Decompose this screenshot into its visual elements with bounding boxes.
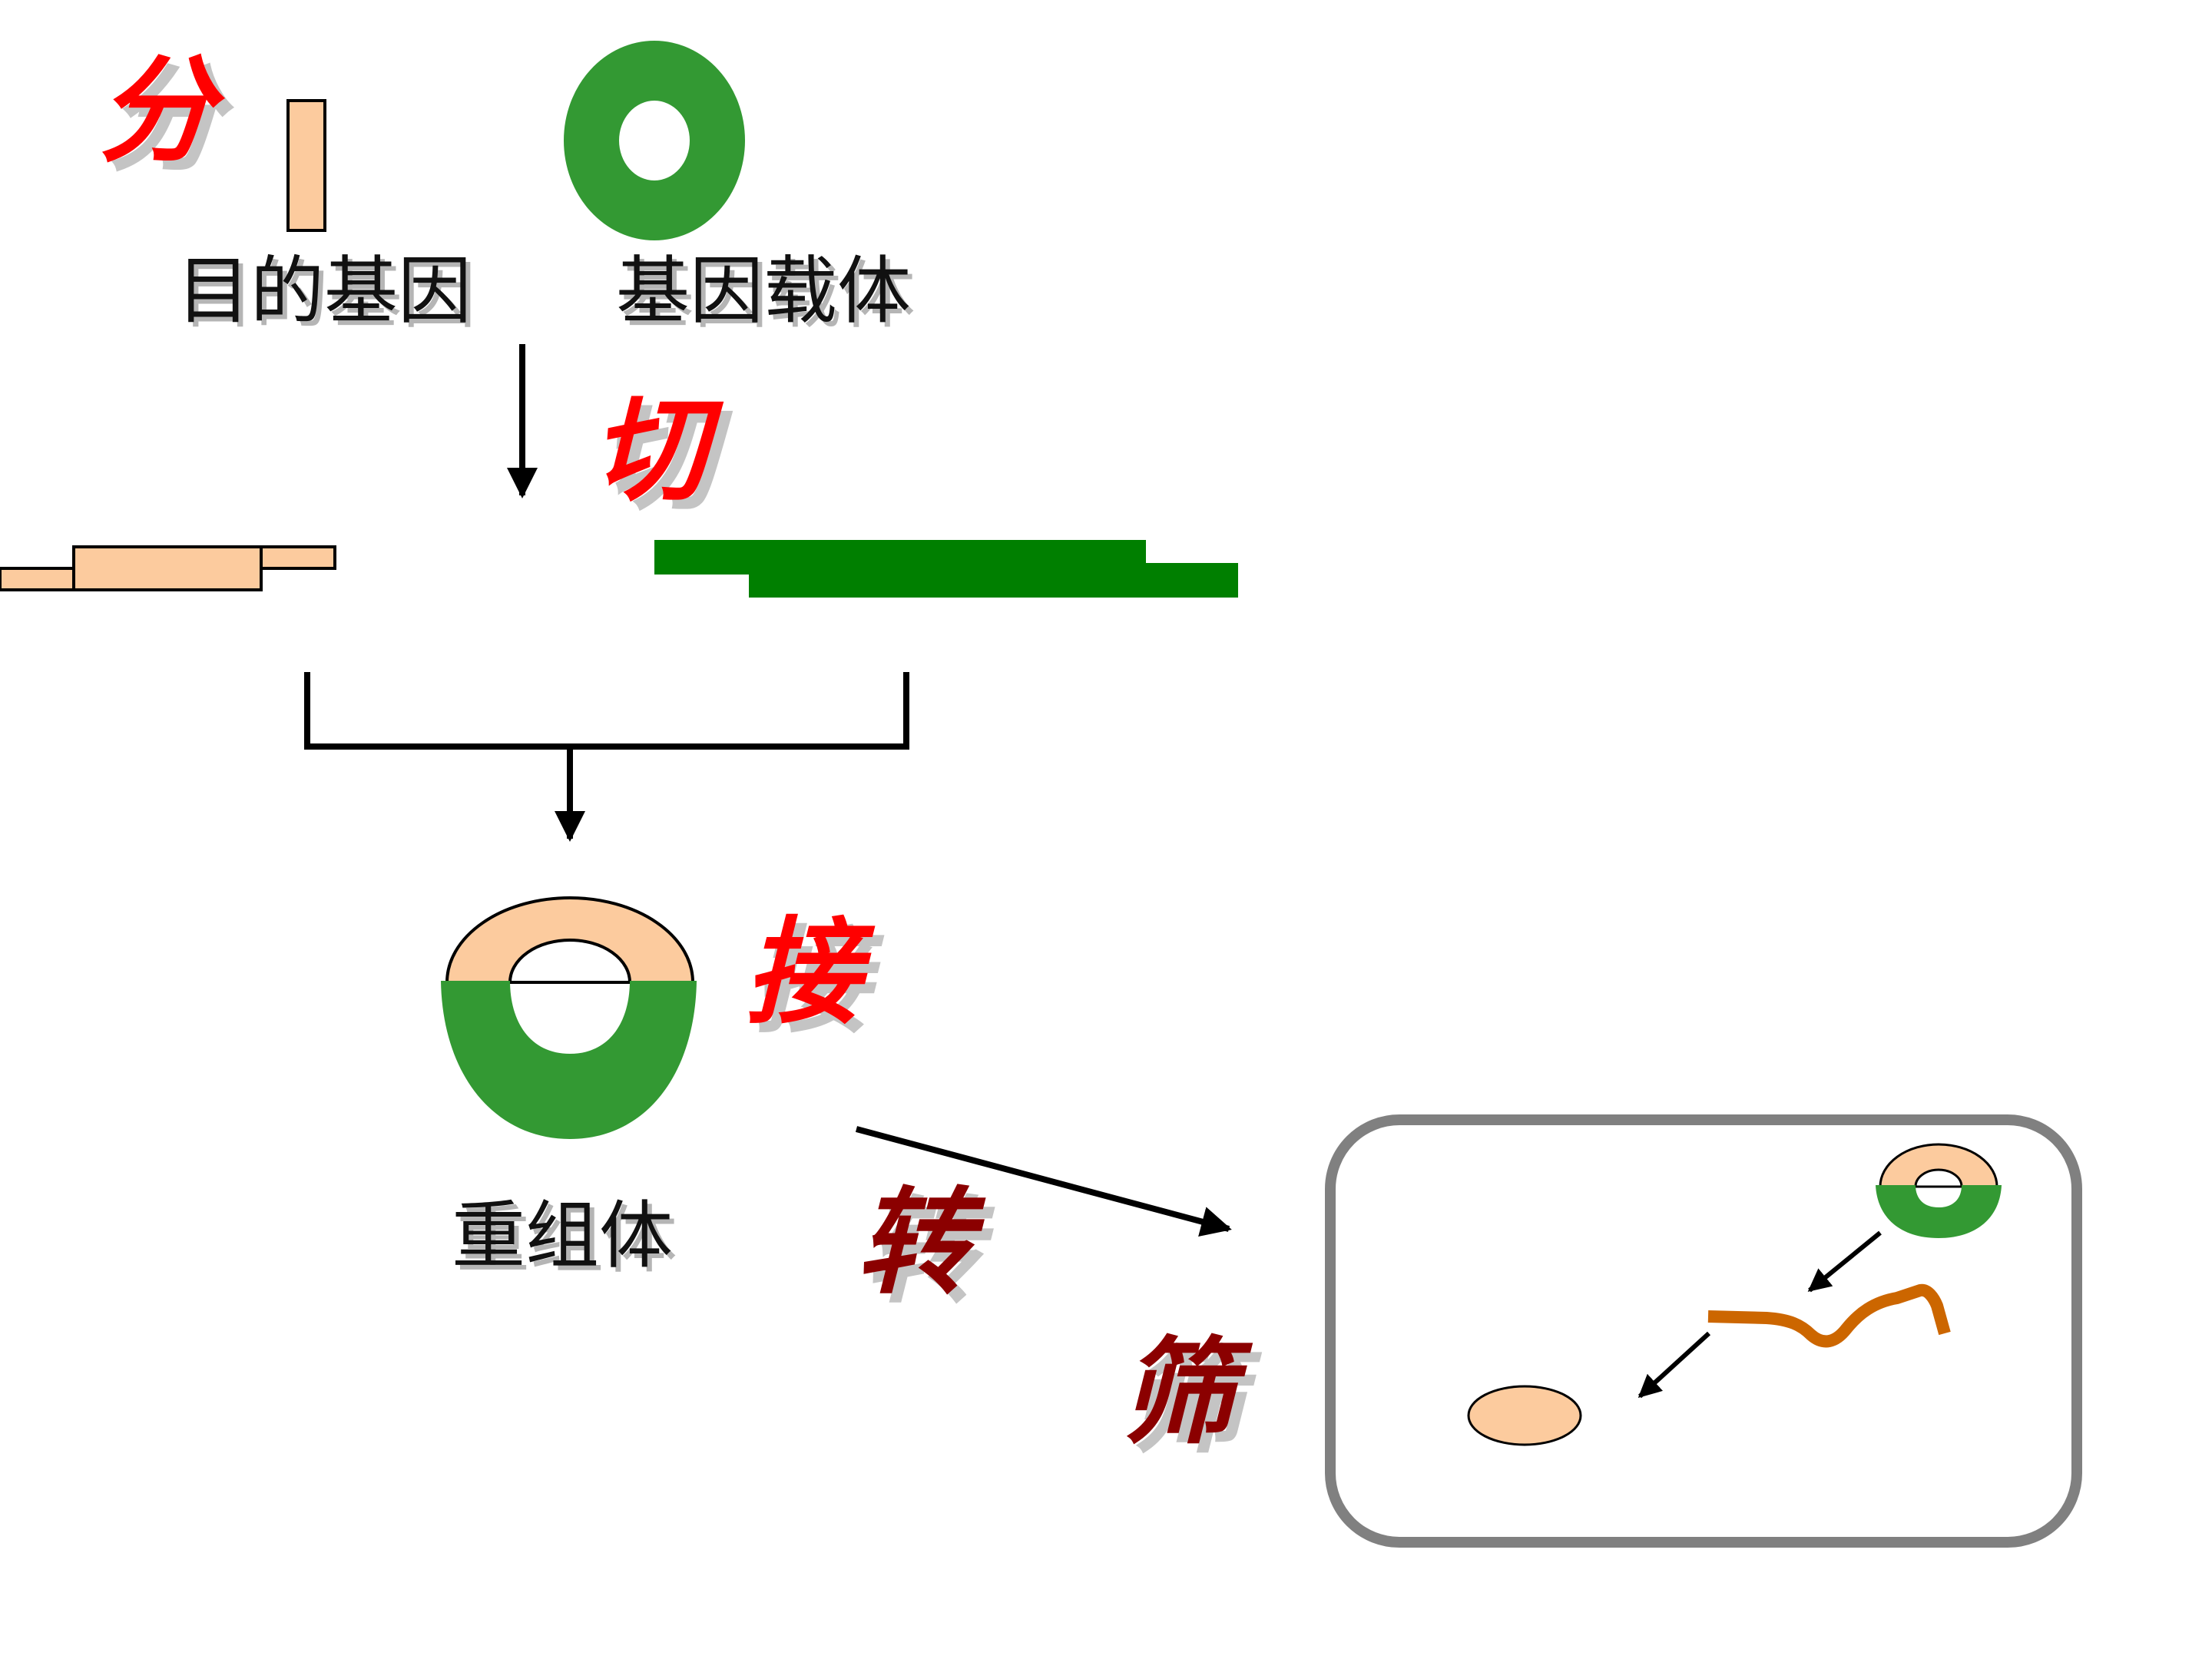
step-ligate-label: 接 bbox=[745, 906, 876, 1040]
svg-text:目的基因: 目的基因 bbox=[181, 253, 476, 339]
step-cut-label: 切 bbox=[591, 384, 724, 518]
cut-gene-fragment bbox=[0, 545, 336, 591]
cell-recombinant-plasmid bbox=[1876, 1143, 2002, 1238]
host-cell bbox=[1325, 1114, 2082, 1548]
recombinant-label: 重组体 bbox=[452, 1193, 673, 1279]
step-screen-label: 筛 bbox=[1120, 1326, 1253, 1460]
chromosome-strand bbox=[1707, 1283, 1951, 1348]
svg-text:重组体: 重组体 bbox=[456, 1197, 677, 1283]
step-cut: 切 切 bbox=[591, 384, 733, 527]
transform-arrow bbox=[855, 1126, 1232, 1237]
svg-text:转: 转 bbox=[866, 1186, 995, 1320]
step-ligate: 接 接 bbox=[745, 906, 885, 1049]
svg-text:接: 接 bbox=[754, 916, 885, 1049]
recombinant-vector-part bbox=[441, 981, 697, 1139]
expressed-product bbox=[1467, 1385, 1582, 1446]
gene-vector-ring bbox=[564, 41, 745, 240]
target-gene-label-group: 目的基因 目的基因 bbox=[177, 248, 476, 339]
step-transform: 转 转 bbox=[856, 1177, 995, 1320]
svg-text:筛: 筛 bbox=[1129, 1336, 1263, 1469]
merge-bracket bbox=[304, 672, 909, 750]
step-separate: 分 分 bbox=[98, 45, 235, 187]
gene-vector-label: 基因载体 bbox=[616, 248, 911, 334]
target-gene-bar bbox=[286, 99, 326, 232]
step-transform-label: 转 bbox=[856, 1177, 986, 1310]
cut-vector-fragment bbox=[654, 540, 1238, 598]
svg-text:分: 分 bbox=[108, 54, 235, 187]
integration-arrow bbox=[1807, 1230, 1882, 1293]
gene-vector-label-group: 基因载体 基因载体 bbox=[616, 248, 916, 339]
step-separate-label: 分 bbox=[98, 45, 226, 178]
svg-text:基因载体: 基因载体 bbox=[621, 253, 916, 339]
step-screen: 筛 筛 bbox=[1120, 1326, 1263, 1469]
recombinant-gene-part bbox=[445, 896, 695, 984]
recombinant-label-group: 重组体 重组体 bbox=[452, 1193, 677, 1283]
target-gene-label: 目的基因 bbox=[177, 248, 472, 334]
svg-text:切: 切 bbox=[601, 393, 733, 527]
recombinant-plasmid bbox=[441, 896, 697, 1139]
expression-arrow bbox=[1637, 1331, 1711, 1399]
